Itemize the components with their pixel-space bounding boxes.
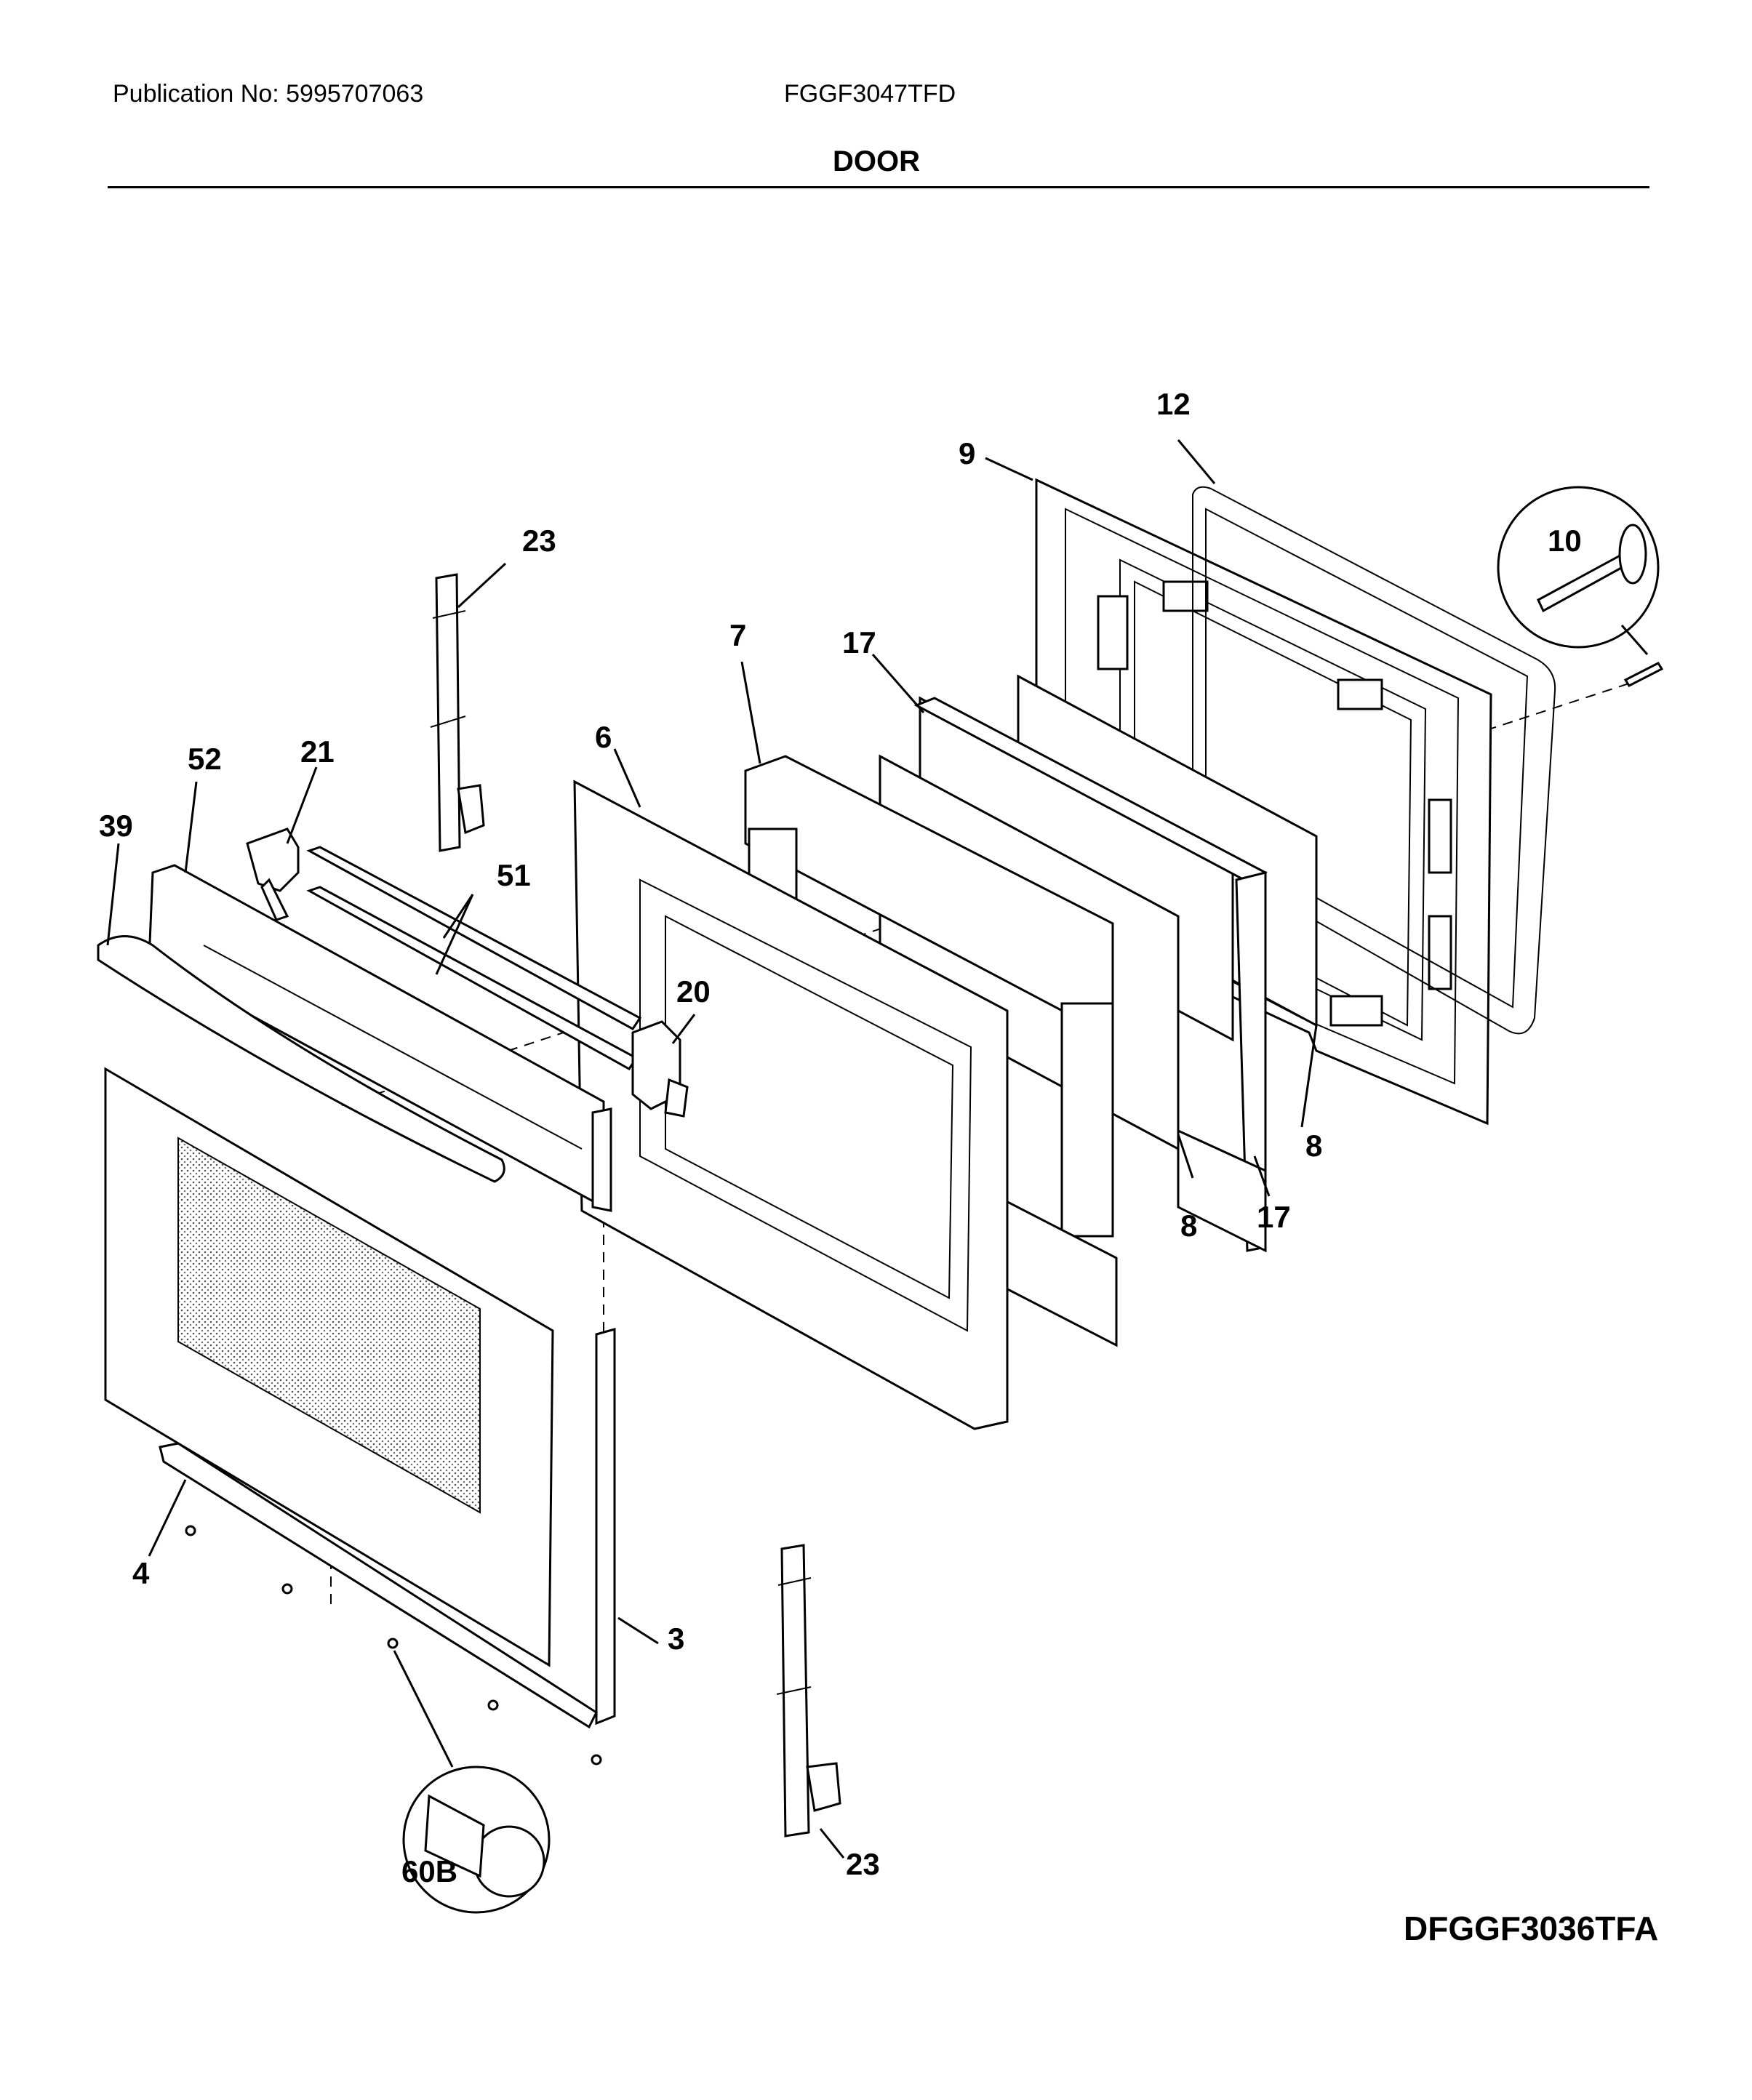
door-handle	[97, 935, 505, 1183]
hinge-top	[430, 573, 485, 852]
bracket-21	[246, 827, 300, 921]
callout-labels: 23 12 9 10 7 17 6 21 52 39 51 20 8 8 17 …	[99, 387, 1582, 1888]
callout-17-top: 17	[842, 625, 876, 660]
frame-rail	[159, 1328, 616, 1729]
callout-4: 4	[132, 1556, 150, 1590]
callout-52: 52	[188, 742, 222, 776]
section-title: DOOR	[833, 145, 920, 177]
callout-51: 51	[497, 858, 531, 892]
diagram-code: DFGGF3036TFA	[1404, 1909, 1659, 1947]
bracket-20	[631, 1020, 689, 1118]
callout-21: 21	[300, 734, 335, 769]
callout-10: 10	[1548, 524, 1582, 558]
callout-9: 9	[959, 436, 975, 470]
vent-panel	[148, 864, 612, 1212]
screw-inset-10	[1497, 486, 1664, 687]
callout-12: 12	[1156, 387, 1191, 421]
header-divider	[108, 186, 1649, 188]
outer-door-panel	[104, 1067, 554, 1667]
callout-8-mid: 8	[1180, 1209, 1197, 1243]
callout-17-bottom: 17	[1257, 1200, 1291, 1234]
screws-60b	[185, 1525, 602, 1914]
callout-60b: 60B	[401, 1854, 457, 1888]
door-gasket	[1192, 486, 1556, 1035]
callout-7: 7	[729, 618, 746, 652]
hinge-bottom	[776, 1544, 841, 1838]
callout-23-bottom: 23	[846, 1847, 880, 1881]
callout-6: 6	[595, 720, 612, 754]
leader-lines	[106, 439, 1318, 1859]
callout-8-right: 8	[1305, 1129, 1322, 1163]
callout-20: 20	[676, 974, 711, 1009]
callout-23-top: 23	[522, 524, 556, 558]
publication-number: Publication No: 5995707063	[113, 80, 424, 108]
trim-rails	[306, 846, 642, 1070]
callout-39: 39	[99, 809, 133, 843]
callout-3: 3	[668, 1622, 684, 1656]
model-number: FGGF3047TFD	[784, 80, 956, 108]
